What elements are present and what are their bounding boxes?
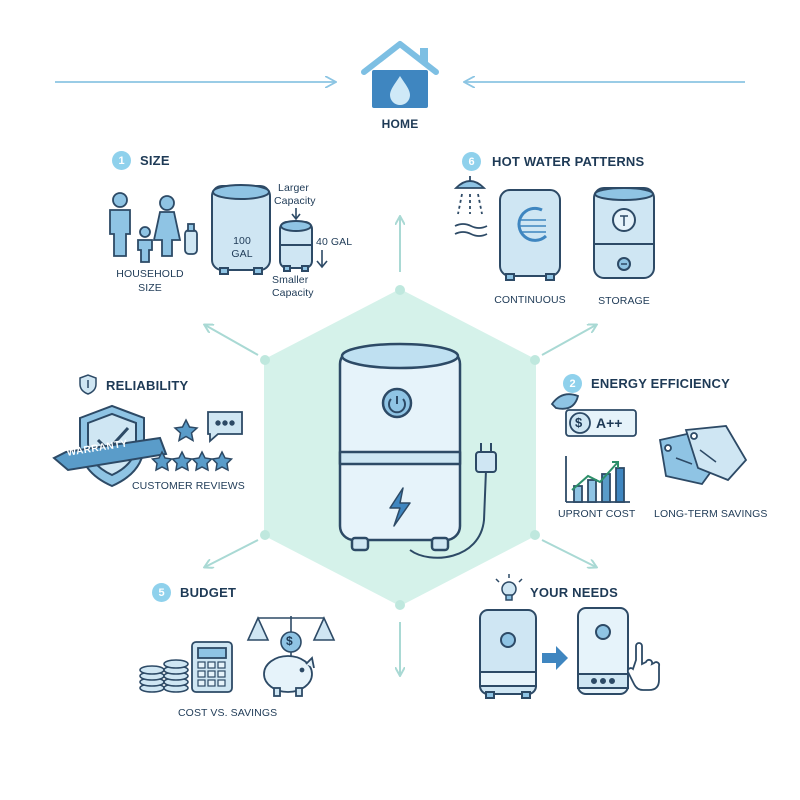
new-heater-icon <box>577 607 629 695</box>
storage-label: STORAGE <box>598 295 650 307</box>
home-icon <box>361 41 439 108</box>
size-title: SIZE <box>140 153 170 168</box>
size-badge: 1 <box>112 151 131 170</box>
reliability-title: RELIABILITY <box>106 378 189 393</box>
savings-tags-icon <box>658 425 748 486</box>
warranty-shield-icon <box>52 404 168 488</box>
cost-vs-savings-label: COST VS. SAVINGS <box>178 707 278 719</box>
rating-dollar-sign: $ <box>575 415 583 430</box>
shower-icon <box>453 176 488 237</box>
hot-water-title: HOT WATER PATTERNS <box>492 154 645 169</box>
continuous-heater-icon <box>499 189 561 281</box>
household-label-line1: HOUSEHOLD <box>116 268 184 280</box>
large-tank-icon <box>211 184 271 275</box>
customer-reviews-label: CUSTOMER REVIEWS <box>132 480 245 492</box>
balance-scale-icon <box>246 616 336 656</box>
current-heater-icon <box>479 609 537 699</box>
lightbulb-icon <box>495 574 523 601</box>
large-tank-text-line2: GAL <box>231 248 253 260</box>
budget-title: BUDGET <box>180 585 237 600</box>
coin-stacks-icon <box>139 659 189 693</box>
continuous-label: CONTINUOUS <box>494 294 566 306</box>
capacity-arrows <box>291 208 328 269</box>
larger-capacity-line2: Capacity <box>274 195 316 207</box>
power-cord-icon <box>409 443 497 559</box>
larger-capacity-line1: Larger <box>278 182 309 194</box>
small-tank-text: 40 GAL <box>316 236 353 248</box>
home-label: HOME <box>381 117 419 131</box>
smaller-capacity-line2: Capacity <box>272 287 314 299</box>
hot-water-badge: 6 <box>462 152 481 171</box>
household-family-icon <box>109 192 198 263</box>
household-label-line2: SIZE <box>138 282 162 294</box>
storage-heater-icon <box>593 187 655 279</box>
upgrade-arrow-icon <box>542 646 568 670</box>
small-tank-icon <box>279 220 313 272</box>
energy-title: ENERGY EFFICIENCY <box>591 376 730 391</box>
energy-badge: 2 <box>563 374 582 393</box>
pointing-hand-icon <box>626 642 661 691</box>
review-stars-icon <box>150 418 234 472</box>
radial-arrows <box>205 217 596 675</box>
long-term-savings-label: LONG-TERM SAVINGS <box>654 508 768 520</box>
rating-label-icon <box>550 393 637 437</box>
shield-icon <box>79 374 97 395</box>
upfront-cost-chart-icon <box>565 456 630 503</box>
upfront-cost-label: UPRONT COST <box>558 508 636 520</box>
center-water-heater-icon <box>338 342 462 552</box>
smaller-capacity-line1: Smaller <box>272 274 309 286</box>
your-needs-title: YOUR NEEDS <box>530 585 618 600</box>
rating-text: A++ <box>596 415 623 431</box>
chat-bubble-icon <box>207 411 243 443</box>
scale-dollar-sign: $ <box>286 634 293 648</box>
large-tank-text-line1: 100 <box>233 235 251 247</box>
calculator-icon <box>191 641 233 693</box>
budget-badge: 5 <box>152 583 171 602</box>
piggy-bank-icon <box>263 655 315 697</box>
